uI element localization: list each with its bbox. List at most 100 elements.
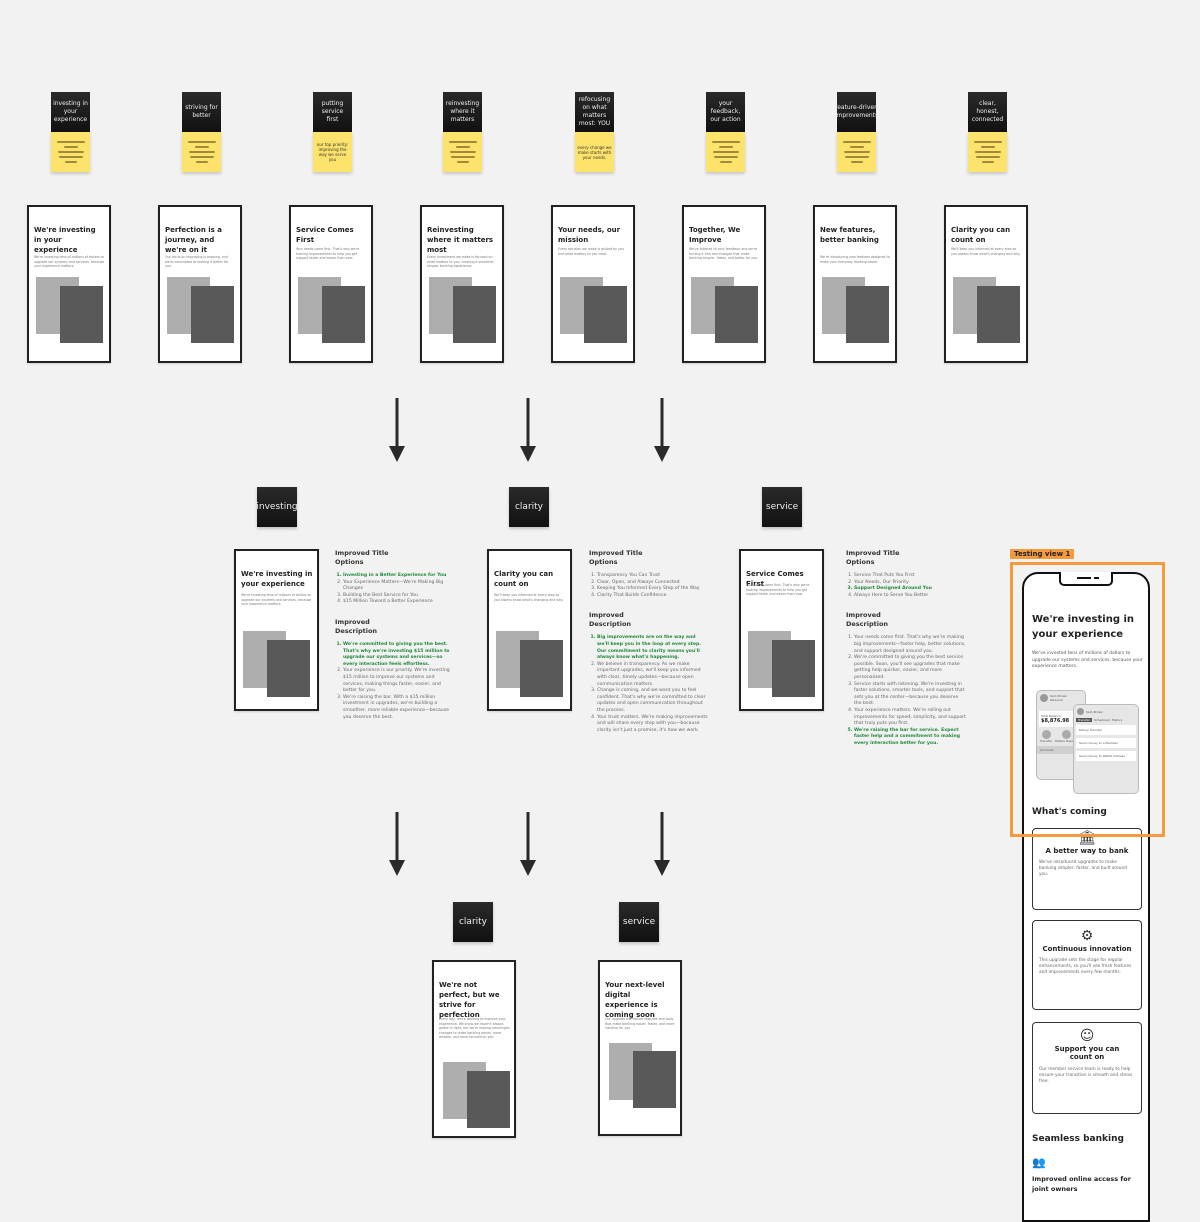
card-title: Reinvesting where it matters most bbox=[427, 226, 494, 254]
title-option: $15 Million Toward a Better Experience bbox=[343, 599, 455, 606]
card-body: Every decision we make is guided by you … bbox=[558, 247, 624, 256]
mockup-action: Transfer bbox=[1040, 739, 1053, 743]
arrow-down-icon bbox=[389, 398, 405, 462]
mockup-tab: Transfer bbox=[1076, 718, 1093, 722]
sticky-note[interactable]: striving for better bbox=[182, 92, 221, 172]
description-option: We're raising the bar. With a $15 millio… bbox=[343, 695, 455, 721]
description-options-heading: Improved Description bbox=[846, 611, 889, 629]
text-line-placeholder bbox=[58, 156, 83, 158]
mockup-action: Mobile Deposit bbox=[1055, 739, 1078, 743]
feature-card-bank: 🏛 A better way to bank We've introduced … bbox=[1032, 828, 1142, 910]
testing-headline: We're investing in your experience bbox=[1032, 614, 1135, 640]
text-line-placeholder bbox=[713, 156, 738, 158]
image-placeholder bbox=[267, 640, 310, 697]
text-line-placeholder bbox=[450, 156, 475, 158]
tag-clarity: clarity bbox=[509, 487, 549, 527]
card-title: Perfection is a journey, and we're on it bbox=[165, 226, 222, 254]
sticky-note[interactable]: feature-driven improvements bbox=[835, 92, 878, 172]
card-body: Every day, we're working to improve your… bbox=[439, 1017, 510, 1039]
title-option: Support Designed Around You bbox=[854, 586, 966, 593]
mockup-list-item: Send money to Wallet Address bbox=[1076, 751, 1136, 761]
feature-body: Our member service team is ready to help… bbox=[1039, 1067, 1133, 1084]
text-line-placeholder bbox=[981, 161, 994, 163]
card-title: We're not perfect, but we strive for per… bbox=[439, 981, 500, 1019]
sticky-note[interactable]: your feedback, our action bbox=[706, 92, 745, 172]
arrow-down-icon bbox=[520, 812, 536, 876]
card-body: Your needs come first. That's why we're … bbox=[296, 247, 360, 260]
text-line-placeholder bbox=[712, 151, 739, 153]
card-title: We're investing in your experience bbox=[34, 226, 96, 254]
title-option: Transparency You Can Trust bbox=[597, 573, 709, 580]
text-line-placeholder bbox=[980, 146, 995, 148]
sticky-note-body bbox=[837, 132, 876, 172]
card-body: Our focus on improving is ongoing, and w… bbox=[165, 255, 229, 268]
testing-view-label: Testing view 1 bbox=[1010, 549, 1075, 559]
description-option: Your trust matters. We're making improve… bbox=[597, 715, 709, 735]
description-option: Your experience is our priority. We're i… bbox=[343, 668, 455, 694]
mockup-account-label: Personal bbox=[1050, 698, 1063, 702]
arrow-down-icon bbox=[389, 812, 405, 876]
title-option: Your Experience Matters—We're Making Big… bbox=[343, 580, 455, 593]
image-placeholder bbox=[772, 640, 815, 697]
app-screen-front: Sam Brown Transfer Scheduled History Mon… bbox=[1073, 704, 1139, 794]
mockup-user-name: Sam Brown bbox=[1086, 709, 1104, 714]
sticky-note[interactable]: investing in your experience bbox=[51, 92, 90, 172]
sticky-note-header: clear, honest, connected bbox=[968, 92, 1007, 132]
card-body: We're investing tens of millions of doll… bbox=[34, 255, 105, 268]
arrow-down-icon bbox=[520, 398, 536, 462]
text-line-placeholder bbox=[850, 161, 863, 163]
text-line-placeholder bbox=[974, 151, 1001, 153]
sticky-note-body: every change we make starts with your ne… bbox=[575, 132, 614, 172]
text-line-placeholder bbox=[843, 151, 870, 153]
text-line-placeholder bbox=[63, 146, 78, 148]
improvement-notes: Improved Title OptionsService That Puts … bbox=[846, 549, 966, 759]
tag-investing: investing bbox=[256, 487, 298, 527]
feature-body: We've introduced upgrades to make bankin… bbox=[1039, 860, 1127, 877]
mockup-balance-label: Total Balance bbox=[1041, 714, 1061, 718]
text-line-placeholder bbox=[57, 151, 84, 153]
innovation-gear-icon: ⚙ bbox=[1080, 928, 1094, 944]
description-option: Service starts with listening. We're inv… bbox=[854, 682, 966, 708]
card-title: Clarity you can count on bbox=[494, 570, 554, 588]
text-line-placeholder bbox=[711, 141, 740, 143]
description-options-list: Your needs come first. That's why we're … bbox=[846, 635, 966, 747]
wireframe-card[interactable]: Perfection is a journey, and we're on it… bbox=[158, 205, 242, 363]
seamless-heading: Seamless banking bbox=[1032, 1134, 1124, 1144]
card-body: Your needs come first. That's why we're … bbox=[746, 583, 810, 596]
bank-icon: 🏛 bbox=[1078, 830, 1096, 846]
card-body: Our upgrade will deliver features and to… bbox=[605, 1017, 675, 1030]
bottom-card-clarity[interactable]: We're not perfect, but we strive for per… bbox=[432, 960, 516, 1138]
sticky-note[interactable]: clear, honest, connected bbox=[968, 92, 1007, 172]
wireframe-card[interactable]: Clarity you can count on We'll keep you i… bbox=[487, 549, 572, 711]
sticky-note-header: investing in your experience bbox=[51, 92, 90, 132]
bottom-card-service[interactable]: Your next-level digital experience is co… bbox=[598, 960, 682, 1136]
description-option: We're raising the bar for service. Expec… bbox=[854, 728, 966, 748]
sticky-note[interactable]: reinvesting where it matters bbox=[443, 92, 482, 172]
description-option: Change is coming, and we want you to fee… bbox=[597, 688, 709, 714]
title-options-heading: Improved Title Options bbox=[846, 549, 900, 566]
text-line-placeholder bbox=[719, 161, 732, 163]
sticky-note-header: reinvesting where it matters bbox=[443, 92, 482, 132]
card-title: New features, better banking bbox=[820, 226, 879, 244]
description-options-list: We're committed to giving you the best. … bbox=[335, 642, 455, 721]
card-title: Your needs, our mission bbox=[558, 226, 621, 244]
text-line-placeholder bbox=[187, 141, 216, 143]
card-body: We're introducing new features designed … bbox=[820, 255, 890, 264]
title-option: Investing in a Better Experience for You bbox=[343, 573, 455, 580]
card-body: We'll keep you informed at every step so… bbox=[494, 593, 564, 602]
testing-body: We've invested tens of millions of dolla… bbox=[1032, 651, 1143, 669]
title-option: Clarity That Builds Confidence bbox=[597, 593, 709, 600]
description-option: We believe in transparency. As we make i… bbox=[597, 662, 709, 688]
title-option: Service That Puts You First bbox=[854, 573, 966, 580]
